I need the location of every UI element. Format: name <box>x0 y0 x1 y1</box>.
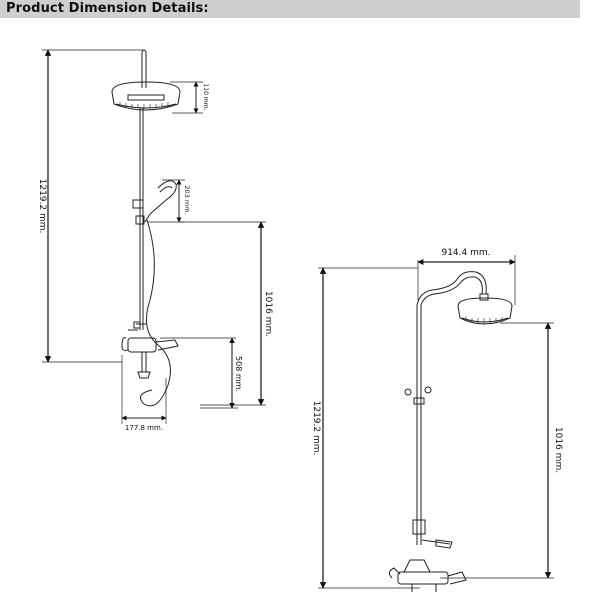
header-bar: Product Dimension Details: <box>0 0 580 18</box>
page-title: Product Dimension Details: <box>6 1 209 16</box>
right-arm-reach-label: 914.4 mm. <box>441 248 490 258</box>
right-total-height-dimension <box>318 267 420 589</box>
left-hose <box>139 219 171 407</box>
left-head-to-floor-dimension <box>180 221 266 406</box>
left-head-to-floor-label: 1016 mm. <box>263 291 273 337</box>
left-showerhead-height-dimension <box>170 81 203 114</box>
left-valve-width-label: 177.8 mm. <box>125 424 163 432</box>
left-riser-pipe <box>139 49 147 330</box>
left-valve-width-dimension <box>121 355 167 424</box>
right-head-to-floor-label: 1016 mm. <box>553 427 563 473</box>
left-shower-head <box>111 81 181 111</box>
right-diagram <box>318 255 554 592</box>
left-diagram <box>42 49 266 424</box>
left-total-height-label: 1219.2 mm. <box>37 179 47 234</box>
right-gooseneck-arm <box>416 271 487 306</box>
right-mixer-valve <box>388 559 467 592</box>
right-shower-head <box>457 293 513 325</box>
left-handshower-length-label: 203 mm. <box>183 185 191 214</box>
left-handshower-length-dimension <box>148 179 185 223</box>
left-valve-height-label: 508 mm. <box>234 356 243 392</box>
right-riser-pipe <box>404 305 453 549</box>
left-hand-shower <box>132 180 177 225</box>
left-valve-height-dimension <box>160 337 238 409</box>
left-mixer-valve <box>121 321 179 379</box>
left-total-height-dimension <box>42 49 143 363</box>
right-total-height-label: 1219.2 mm. <box>311 401 321 456</box>
right-arm-reach-dimension <box>417 255 516 305</box>
right-head-to-floor-dimension <box>440 322 554 579</box>
left-showerhead-height-label: 110 mm. <box>202 84 209 111</box>
